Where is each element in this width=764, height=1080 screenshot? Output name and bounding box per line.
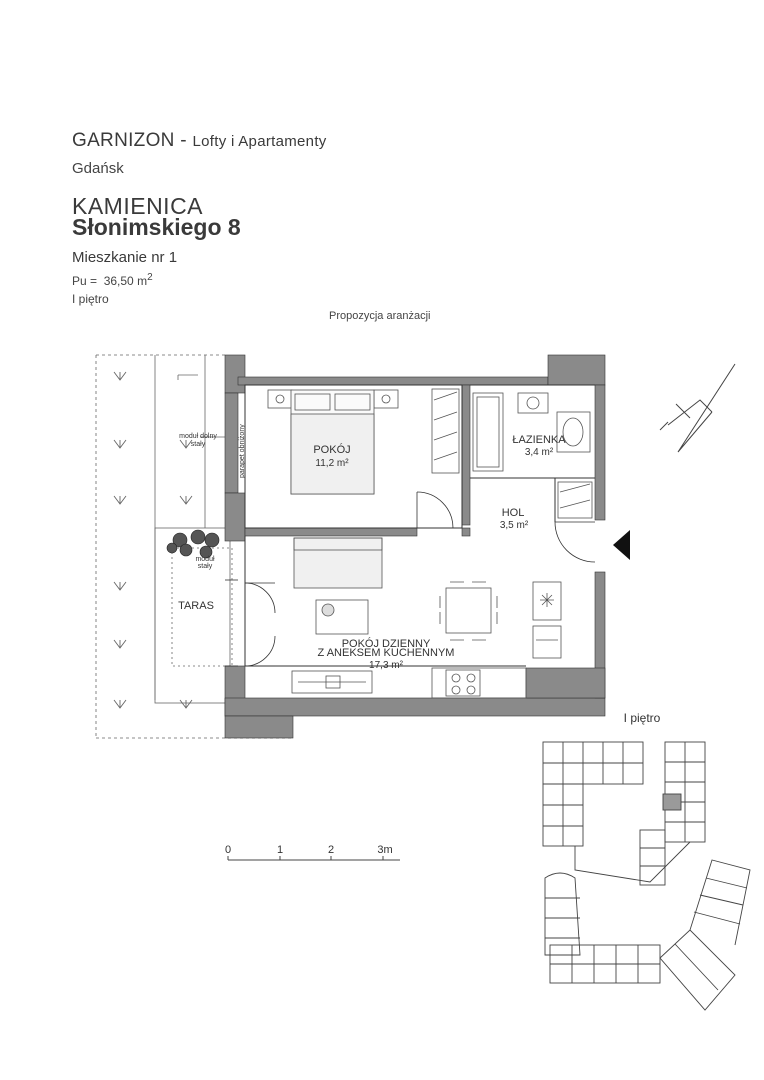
pokoj-name: POKÓJ: [313, 443, 350, 456]
brand-title: GARNIZON - Lofty i Apartamenty: [72, 130, 327, 152]
key-plan: [542, 741, 751, 1011]
city-name: Gdańsk: [72, 160, 124, 177]
modul-dolny-2: stały: [191, 441, 206, 448]
keyplan-label: I piętro: [624, 711, 661, 725]
scale-bar: 0 1 2 3m: [225, 844, 400, 861]
dzienny-name-1: POKÓJ DZIENNY: [342, 637, 431, 650]
pokoj-area: 11,2 m²: [315, 458, 349, 469]
furniture: [267, 388, 593, 699]
dzienny-area: 17,3 m²: [369, 660, 404, 671]
hol-area: 3,5 m²: [500, 520, 529, 531]
north-arrow-icon: [659, 363, 736, 453]
entrance-arrow-icon: [613, 530, 630, 560]
proposal-label: Propozycja aranżacji: [329, 310, 431, 322]
area-value: 36,50 m: [103, 274, 148, 288]
terrace-area: [95, 354, 292, 739]
flat-number: Mieszkanie nr 1: [72, 249, 178, 266]
terrace-arrows: [113, 371, 193, 709]
street-name: Słonimskiego 8: [72, 214, 241, 240]
parapet-note: parapet obniżony: [239, 424, 246, 478]
thin-walls: [244, 384, 595, 667]
doors: [225, 491, 596, 667]
area-label: Pu =: [72, 274, 98, 288]
floor-label: I piętro: [72, 292, 109, 306]
lazienka-area: 3,4 m²: [525, 447, 554, 458]
plants: [166, 529, 220, 559]
scale-tick-2: 2: [328, 844, 334, 856]
taras-name: TARAS: [178, 600, 214, 612]
usable-area: Pu = 36,50 m2: [72, 272, 153, 288]
modul-staly-2: stały: [198, 563, 213, 570]
scale-tick-0: 0: [225, 844, 231, 856]
scale-tick-1: 1: [277, 844, 283, 856]
room-labels: POKÓJ 11,2 m² ŁAZIENKA 3,4 m² HOL 3,5 m²…: [178, 434, 566, 671]
annotations: parapet obniżony moduł dolny stały moduł…: [179, 424, 246, 570]
lazienka-name: ŁAZIENKA: [512, 434, 566, 446]
area-sup: 2: [147, 272, 153, 283]
brand-subtitle: Lofty i Apartamenty: [192, 133, 327, 150]
dzienny-name-2: Z ANEKSEM KUCHENNYM: [318, 647, 455, 659]
hol-name: HOL: [502, 507, 525, 519]
building-name: KAMIENICA: [72, 193, 204, 219]
modul-staly-1: moduł: [195, 556, 215, 563]
modul-dolny-1: moduł dolny: [179, 433, 217, 440]
brand-name: GARNIZON -: [72, 130, 187, 151]
scale-tick-3: 3m: [377, 844, 392, 856]
